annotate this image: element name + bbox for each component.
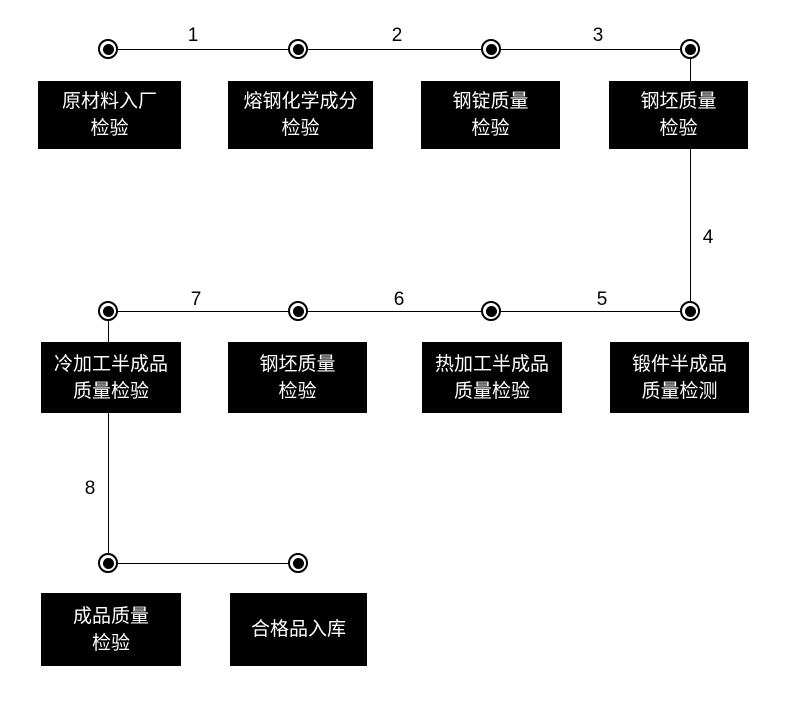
process-box-forging-semifinished-inspection: 锻件半成品 质量检测	[610, 342, 749, 413]
process-box-steel-billet-quality-inspection-1: 钢坯质量 检验	[609, 81, 748, 149]
edge-number-label: 8	[84, 478, 96, 499]
connector-node	[481, 39, 501, 59]
connector-node-dot	[292, 43, 304, 55]
connector-node	[680, 39, 700, 59]
edge-line	[108, 311, 298, 312]
connector-node-dot	[102, 557, 114, 569]
connector-node	[288, 301, 308, 321]
connector-node-dot	[684, 305, 696, 317]
process-box-finished-product-inspection: 成品质量 检验	[41, 593, 181, 666]
edge-line	[108, 49, 298, 50]
connector-node	[481, 301, 501, 321]
process-box-raw-material-entry-inspection: 原材料入厂 检验	[38, 81, 181, 149]
connector-node	[98, 39, 118, 59]
connector-node	[98, 553, 118, 573]
edge-line	[491, 311, 690, 312]
connector-node-dot	[485, 43, 497, 55]
connector-node-dot	[292, 557, 304, 569]
process-box-qualified-product-storage: 合格品入库	[230, 593, 367, 666]
connector-node	[288, 39, 308, 59]
process-box-hot-work-semifinished-inspection: 热加工半成品 质量检验	[422, 342, 562, 413]
edge-number-label: 4	[702, 227, 714, 248]
connector-node	[98, 301, 118, 321]
edge-number-label: 7	[190, 289, 202, 310]
connector-node-dot	[102, 305, 114, 317]
edge-line	[298, 49, 491, 50]
connector-node-dot	[485, 305, 497, 317]
edge-line	[108, 563, 298, 564]
process-box-molten-steel-chemical-inspection: 熔钢化学成分 检验	[228, 81, 373, 149]
process-box-steel-billet-quality-inspection-2: 钢坯质量 检验	[228, 342, 367, 413]
edge-number-label: 2	[391, 25, 403, 46]
process-box-steel-ingot-quality-inspection: 钢锭质量 检验	[421, 81, 560, 149]
edge-line	[690, 49, 691, 311]
connector-node	[288, 553, 308, 573]
connector-node-dot	[102, 43, 114, 55]
edge-number-label: 5	[596, 289, 608, 310]
connector-node-dot	[292, 305, 304, 317]
edge-number-label: 1	[187, 25, 199, 46]
edge-number-label: 6	[393, 289, 405, 310]
edge-line	[108, 311, 109, 563]
connector-node-dot	[684, 43, 696, 55]
edge-line	[298, 311, 491, 312]
connector-node	[680, 301, 700, 321]
edge-number-label: 3	[592, 25, 604, 46]
process-box-cold-work-semifinished-inspection: 冷加工半成品 质量检验	[41, 342, 181, 413]
edge-line	[491, 49, 690, 50]
